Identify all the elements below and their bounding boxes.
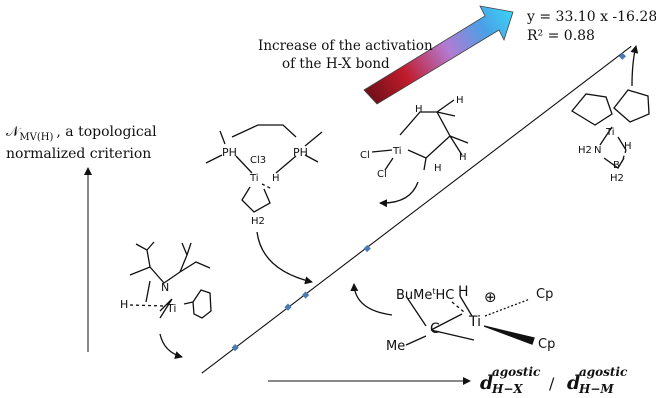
y-axis-label-line2: normalized criterion: [6, 146, 151, 162]
atom-cl3: Cl3: [250, 155, 266, 166]
pointer-arrow: [350, 283, 393, 316]
agostic-bond: [129, 304, 166, 307]
atom-h: H: [272, 173, 280, 184]
atom-ti: Ti: [468, 314, 481, 330]
data-point-0: [231, 344, 239, 352]
atom-ti: Ti: [605, 127, 615, 138]
atom-ph-right: PH: [293, 146, 308, 159]
atom-ti: Ti: [392, 146, 402, 157]
x-label-sub2: H−M: [578, 382, 614, 394]
structure-ticl2-alkyl: H H H H Ti Cl Cl: [360, 95, 469, 208]
atom-h: H: [458, 284, 469, 300]
y-axis-label: 𝒩MV(H), a topological: [6, 124, 157, 143]
h-bonds: [423, 99, 469, 171]
atom-ph-left: PH: [222, 146, 237, 159]
agostic-bond: [261, 183, 271, 189]
core-bonds: [430, 295, 475, 341]
atom-h-top: H: [415, 104, 423, 115]
ti-cp-wedge: [483, 325, 535, 345]
bume-text: BuMe: [396, 288, 432, 303]
atom-h-mid: H: [459, 152, 467, 163]
ligand-bonds-right: [163, 242, 211, 284]
p-ti-bonds: [235, 155, 297, 174]
atom-n: N: [161, 281, 169, 294]
y-label-prefix: 𝒩: [6, 124, 22, 140]
x-label-d2: d: [567, 372, 580, 394]
atom-me: Me: [386, 339, 405, 354]
atom-h: H: [120, 298, 128, 311]
cl-bonds: [371, 149, 394, 171]
atom-cl-low: Cl: [377, 169, 387, 180]
bume-hc: HC: [436, 288, 455, 303]
ethyl-chain: [241, 186, 271, 213]
atom-h2-n: H2: [578, 145, 592, 156]
atom-h2: H2: [251, 216, 265, 227]
pointer-arrow: [630, 45, 639, 87]
atom-ti: Ti: [249, 173, 259, 184]
methyl-bonds: [205, 130, 323, 164]
fit-r2: R² = 0.88: [527, 28, 595, 44]
cp-ring-right: [613, 89, 650, 123]
pointer-arrow: [256, 231, 313, 285]
atom-bume: BuMetHC: [396, 287, 454, 303]
structure-cp2ti-amidoborane: Ti N H2 H B H2: [571, 45, 650, 184]
regression-line: [201, 45, 632, 374]
structure-diphosphine-ti: PH PH Cl3 Ti H H2: [205, 124, 323, 285]
atom-ti: Ti: [166, 302, 176, 315]
substituent-bonds: [405, 295, 427, 346]
annotation-line2: of the H-X bond: [282, 56, 390, 72]
x-label-sup1: agostic: [492, 365, 541, 379]
fit-equation: y = 33.10 x -16.28: [526, 9, 656, 25]
agostic-bond: [451, 301, 465, 313]
cp-ring-left: [571, 93, 613, 126]
atom-cp-low: Cp: [538, 337, 555, 352]
atom-h-low: H: [434, 163, 442, 174]
atom-h2-b: H2: [610, 173, 624, 184]
structure-amido-ti-cp: N H Ti: [120, 241, 212, 359]
atom-b: B: [613, 160, 620, 171]
atom-cp-top: Cp: [536, 287, 553, 302]
y-label-rest: , a topological: [56, 124, 157, 140]
x-label-sub1: H−X: [491, 382, 523, 394]
atom-n: N: [594, 145, 601, 156]
x-label-separator: /: [549, 374, 555, 393]
ring-bonds: [399, 111, 451, 159]
agostic-bond: [621, 149, 627, 163]
data-point-4: [618, 52, 626, 60]
x-label-sup2: agostic: [579, 365, 628, 379]
ligand-bonds: [129, 241, 165, 284]
activation-gradient-arrow: [363, 5, 514, 105]
charge-plus: ⊕: [484, 288, 497, 306]
data-points: [231, 52, 626, 352]
ti-bonds: [145, 280, 173, 319]
annotation-line1: Increase of the activation: [258, 38, 433, 54]
atom-h-right: H: [456, 95, 464, 106]
x-label-d1: d: [480, 372, 493, 394]
data-point-2: [302, 291, 310, 299]
x-axis-label: d agostic H−X / d agostic H−M: [480, 365, 628, 396]
atom-cl-left: Cl: [360, 150, 370, 161]
cp-ring: [192, 289, 212, 319]
data-point-3: [363, 244, 371, 253]
pointer-arrow: [379, 181, 419, 208]
backbone-bonds: [231, 124, 297, 138]
y-label-sub: MV(H): [19, 132, 53, 143]
bume-t: t: [432, 287, 435, 296]
ti-cp-dashed: [484, 298, 531, 317]
atom-h: H: [624, 141, 632, 152]
pointer-arrow: [159, 333, 183, 359]
structure-cationic-ti-cp: BuMetHC H C Ti ⊕ Cp Cp Me: [350, 283, 555, 354]
atom-c: C: [430, 321, 440, 337]
data-point-1: [284, 303, 292, 311]
ti-cp-bond: [183, 301, 194, 305]
